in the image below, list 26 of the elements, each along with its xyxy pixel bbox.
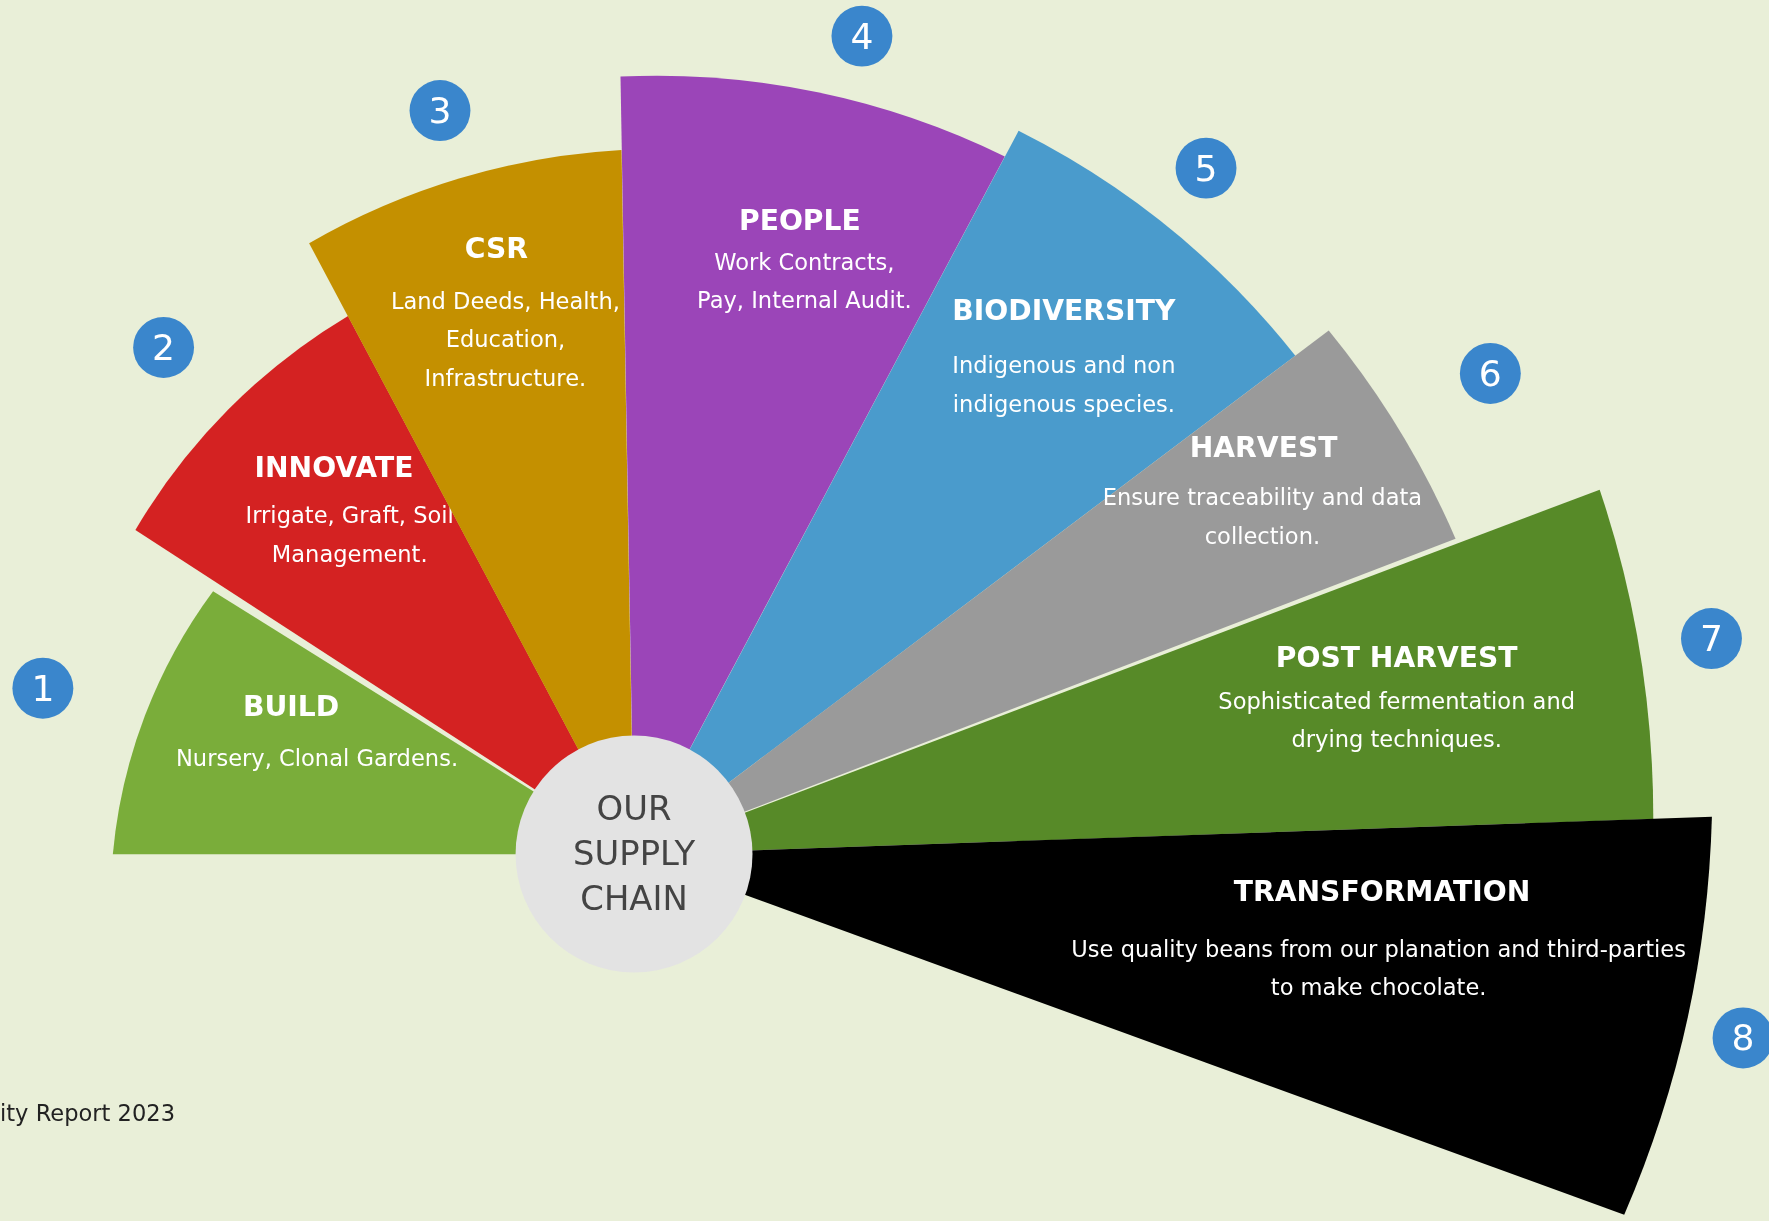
hub-label: OUR SUPPLY CHAIN bbox=[572, 787, 697, 921]
segment-heading: POST HARVEST bbox=[1275, 640, 1518, 674]
segment-heading: BUILD bbox=[242, 690, 340, 724]
step-number: 2 bbox=[133, 317, 195, 378]
step-number: 5 bbox=[1175, 137, 1237, 199]
footer-note: ity Report 2023 bbox=[0, 1100, 176, 1128]
segment-description: Nursery, Clonal Gardens. bbox=[174, 743, 460, 774]
segment-description: Ensure traceability and data collection. bbox=[1101, 483, 1424, 552]
step-number: 1 bbox=[12, 657, 74, 719]
segment-description: Land Deeds, Health, Education, Infrastructure. bbox=[389, 286, 621, 394]
segment-heading: INNOVATE bbox=[254, 451, 414, 484]
segment-heading: PEOPLE bbox=[738, 204, 861, 237]
segment-description: Indigenous and non indigenous species. bbox=[951, 351, 1177, 420]
segment-heading: CSR bbox=[464, 232, 528, 266]
segment-heading: TRANSFORMATION bbox=[1233, 875, 1531, 909]
step-number: 8 bbox=[1712, 1007, 1769, 1069]
step-number: 3 bbox=[409, 80, 471, 141]
step-number: 4 bbox=[831, 5, 893, 67]
segment-description: Sophisticated fermentation and drying techniques. bbox=[1217, 686, 1577, 755]
step-number: 6 bbox=[1459, 342, 1521, 404]
segment-description: Irrigate, Graft, Soil Management. bbox=[244, 501, 455, 570]
segment-heading: BIODIVERSITY bbox=[952, 294, 1176, 328]
segment-description: Work Contracts, Pay, Internal Audit. bbox=[696, 247, 913, 316]
segment-heading: HARVEST bbox=[1189, 430, 1338, 464]
segment-description: Use quality beans from our planation and third-parties to make chocolate. bbox=[1070, 934, 1687, 1003]
step-number: 7 bbox=[1681, 608, 1742, 669]
